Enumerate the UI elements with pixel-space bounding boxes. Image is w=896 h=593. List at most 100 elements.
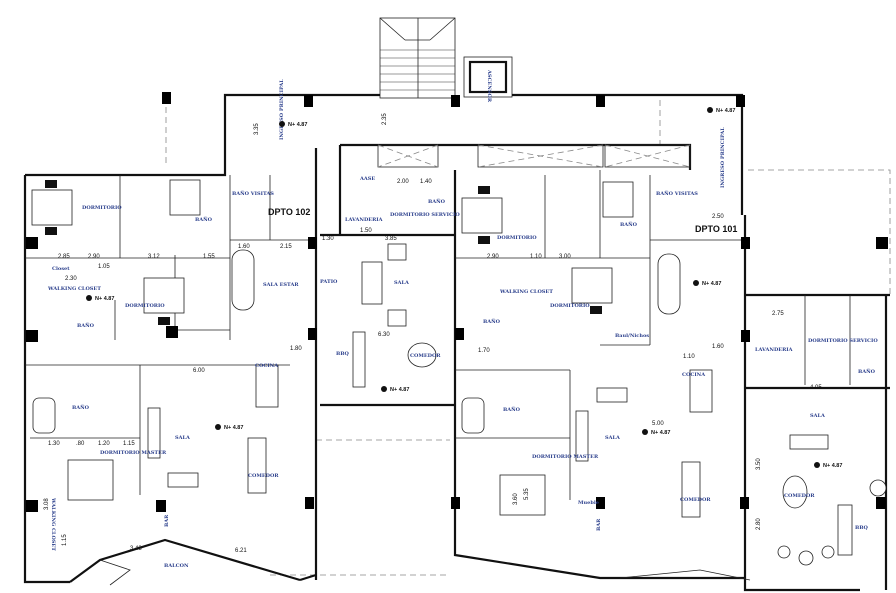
dimension: 5.35 — [524, 488, 530, 500]
level-marker: N+ 4.87 — [86, 295, 114, 302]
room-label: COMEDOR — [784, 493, 815, 499]
room-label: SALA — [394, 280, 409, 286]
dimension: 2.50 — [712, 214, 724, 220]
dimension: 1.20 — [98, 441, 110, 447]
level-marker: N+ 4.87 — [693, 280, 721, 287]
room-label: LAVANDERIA — [755, 347, 793, 353]
room-label: WALKING CLOSET — [499, 289, 553, 295]
room-label: COCINA — [255, 363, 278, 369]
dimension: 6.00 — [193, 368, 205, 374]
dimension: 2.85 — [58, 254, 70, 260]
dimension: 3.60 — [513, 493, 519, 505]
dimension: .80 — [76, 441, 85, 447]
room-label: WALKING CLOSET — [47, 286, 101, 292]
room-label: LAVANDERIA — [345, 217, 383, 223]
dpto-101-label: DPTO 101 — [695, 224, 737, 234]
dimension: 2.30 — [65, 276, 77, 282]
level-marker: N+ 4.87 — [215, 424, 243, 431]
dimension: 3.43 — [130, 546, 142, 552]
dimension: 3.50 — [756, 458, 762, 470]
dimension: 6.30 — [378, 332, 390, 338]
room-label: COCINA — [682, 372, 705, 378]
room-label: DORMITORIO MASTER — [532, 454, 599, 460]
room-labels: DPTO 102 DPTO 101 DORMITORIO BAÑO BAÑO V… — [47, 79, 878, 569]
room-label: BAÑO — [483, 318, 501, 325]
room-label: BAÑO — [77, 322, 95, 329]
dimension: 1.40 — [420, 179, 432, 185]
dimension: 1.30 — [322, 236, 334, 242]
dimension-labels: 3.35 2.35 2.85 2.90 1.05 2.30 3.12 1.55 … — [44, 113, 822, 554]
structural-columns — [26, 92, 888, 512]
room-label: BAR — [596, 518, 602, 531]
dimension: 1.80 — [290, 346, 302, 352]
level-marker: N+ 4.87 — [279, 121, 307, 128]
dimension: 1.10 — [530, 254, 542, 260]
room-label: Mueble — [578, 500, 599, 506]
room-label: PATIO — [320, 279, 338, 285]
svg-text:N+ 4.87: N+ 4.87 — [716, 108, 735, 114]
property-boundary — [165, 97, 891, 576]
room-label: DORMITORIO SERVICIO — [808, 338, 878, 344]
room-label: COMEDOR — [248, 473, 279, 479]
dimension: 2.90 — [88, 254, 100, 260]
dimension: 2.90 — [487, 254, 499, 260]
dimension: 1.70 — [478, 348, 490, 354]
room-label: BAÑO — [620, 221, 638, 228]
room-label: SALA — [175, 435, 190, 441]
room-label: BAÑO — [428, 198, 446, 205]
dimension: 1.60 — [712, 344, 724, 350]
svg-text:N+ 4.87: N+ 4.87 — [390, 387, 409, 393]
dimension: 3.35 — [254, 123, 260, 135]
dimension: 1.05 — [98, 264, 110, 270]
level-markers: N+ 4.87 N+ 4.87 N+ 4.87 N+ 4.87 N+ 4.87 … — [86, 107, 842, 469]
level-marker: N+ 4.87 — [642, 429, 670, 436]
room-label: DORMITORIO — [497, 235, 537, 241]
level-marker: N+ 4.87 — [707, 107, 735, 114]
room-label: BAÑO — [72, 404, 90, 411]
room-label: COMEDOR — [680, 497, 711, 503]
dimension: 1.10 — [683, 354, 695, 360]
dimension: 3.08 — [44, 498, 50, 510]
room-label: BAR — [164, 514, 170, 527]
room-label: WALKING CLOSET — [50, 497, 56, 551]
dimension: 1.60 — [238, 244, 250, 250]
entrance-label: INGRESO PRINCIPAL — [279, 79, 285, 140]
elevator-label: ASCENSOR — [486, 69, 492, 103]
room-label: DORMITORIO — [550, 303, 590, 309]
svg-text:N+ 4.87: N+ 4.87 — [288, 122, 307, 128]
dimension: 6.21 — [235, 548, 247, 554]
room-label: Closet — [52, 266, 70, 272]
dimension: 1.30 — [48, 441, 60, 447]
room-label: DORMITORIO SERVICIO — [390, 212, 460, 218]
room-label: DORMITORIO — [125, 303, 165, 309]
room-label: AASE — [359, 176, 375, 182]
dimension: 1.15 — [123, 441, 135, 447]
dimension: 1.50 — [360, 228, 372, 234]
dimension: 2.15 — [280, 244, 292, 250]
room-label: Baul/Nichos — [615, 333, 649, 339]
level-marker: N+ 4.87 — [814, 462, 842, 469]
dimension: 1.55 — [203, 254, 215, 260]
svg-text:N+ 4.87: N+ 4.87 — [823, 463, 842, 469]
plant-icon — [869, 479, 887, 497]
svg-text:N+ 4.87: N+ 4.87 — [95, 296, 114, 302]
room-label: DORMITORIO MASTER — [100, 450, 167, 456]
room-label: DORMITORIO — [82, 205, 122, 211]
walls — [23, 93, 890, 592]
svg-text:N+ 4.87: N+ 4.87 — [702, 281, 721, 287]
svg-text:N+ 4.87: N+ 4.87 — [651, 430, 670, 436]
room-label: BBQ — [336, 351, 349, 357]
room-label: BAÑO — [195, 216, 213, 223]
dpto-102-label: DPTO 102 — [268, 207, 310, 217]
room-label: SALA ESTAR — [263, 282, 299, 288]
dimension: 5.00 — [652, 421, 664, 427]
dimension: 2.35 — [382, 113, 388, 125]
room-label: BALCON — [164, 563, 189, 569]
room-label: COMEDOR — [410, 353, 441, 359]
room-label: BAÑO VISITAS — [232, 190, 274, 197]
dimension: 4.05 — [810, 385, 822, 391]
entrance-label: INGRESO PRINCIPAL — [720, 127, 726, 188]
room-label: BBQ — [855, 525, 868, 531]
dimension: 3.85 — [385, 236, 397, 242]
